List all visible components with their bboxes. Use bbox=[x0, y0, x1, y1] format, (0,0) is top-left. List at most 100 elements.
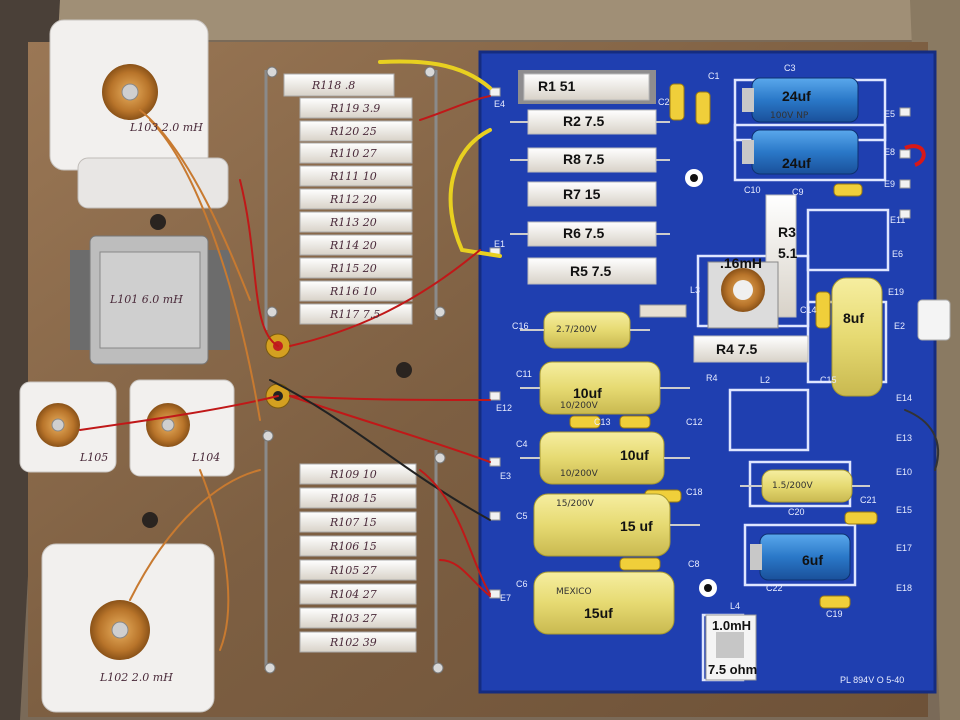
hand-r104: R104 27 bbox=[330, 588, 377, 601]
silk-e14: E14 bbox=[896, 393, 913, 403]
silk-c12: C12 bbox=[686, 417, 703, 427]
hand-l102: L102 2.0 mH bbox=[100, 671, 173, 684]
print-c11: 10/200V bbox=[560, 401, 598, 411]
hand-l103: L103 2.0 mH bbox=[130, 121, 203, 134]
hand-r118: R118 .8 bbox=[312, 79, 356, 92]
print-c6: MEXICO bbox=[556, 587, 592, 597]
hand-r114: R114 20 bbox=[330, 239, 377, 252]
silk-e13: E13 bbox=[896, 433, 913, 443]
silk-e17: E17 bbox=[896, 543, 913, 553]
silk-e9: E9 bbox=[884, 179, 896, 189]
hand-r105: R105 27 bbox=[330, 564, 377, 577]
c-24uf-b-label: 24uf bbox=[782, 155, 811, 171]
hand-r120: R120 25 bbox=[330, 125, 377, 138]
silk-e11: E11 bbox=[890, 215, 906, 225]
silk-l4: L4 bbox=[730, 601, 741, 611]
silk-r4: R4 bbox=[706, 373, 718, 383]
hand-r113: R113 20 bbox=[330, 216, 377, 229]
hand-r106: R106 15 bbox=[330, 540, 377, 553]
air-core-inductors bbox=[19, 19, 235, 713]
silk-pcb-code: PL 894V O 5-40 bbox=[840, 675, 905, 685]
silk-c14: C14 bbox=[800, 305, 817, 315]
hand-r111: R111 10 bbox=[330, 170, 377, 183]
silk-e3: E3 bbox=[500, 471, 512, 481]
upper-resistor-stack bbox=[283, 73, 413, 325]
c-24uf-a-label: 24uf bbox=[782, 88, 811, 104]
film-caps bbox=[520, 277, 883, 635]
silk-e4: E4 bbox=[494, 99, 506, 109]
silk-e7: E7 bbox=[500, 593, 512, 603]
r6-label: R6 7.5 bbox=[563, 225, 605, 241]
silk-c13: C13 bbox=[594, 417, 611, 427]
hand-r102: R102 39 bbox=[330, 636, 377, 649]
silk-e6: E6 bbox=[892, 249, 904, 259]
c-8uf-label: 8uf bbox=[843, 310, 864, 326]
hand-r115: R115 20 bbox=[330, 262, 377, 275]
silk-c20: C20 bbox=[788, 507, 805, 517]
print-c4: 10/200V bbox=[560, 469, 598, 479]
hand-r109: R109 10 bbox=[330, 468, 377, 481]
r4-label: R4 7.5 bbox=[716, 341, 758, 357]
inductor-l3 bbox=[707, 261, 779, 329]
c-6uf-label: 6uf bbox=[802, 552, 823, 568]
silk-c8: C8 bbox=[688, 559, 700, 569]
silk-c21: C21 bbox=[860, 495, 877, 505]
silk-e1: E1 bbox=[494, 239, 506, 249]
silk-e10: E10 bbox=[896, 467, 913, 477]
lower-resistor-stack bbox=[299, 463, 417, 653]
silk-c2: C2 bbox=[658, 97, 670, 107]
silk-c18: C18 bbox=[686, 487, 703, 497]
silk-c16: C16 bbox=[512, 321, 529, 331]
hand-r103: R103 27 bbox=[330, 612, 377, 625]
silk-c3: C3 bbox=[784, 63, 796, 73]
silk-c22: C22 bbox=[766, 583, 783, 593]
hand-r116: R116 10 bbox=[330, 285, 377, 298]
print-c3: 100V NP bbox=[770, 111, 809, 121]
silk-e2: E2 bbox=[894, 321, 906, 331]
hand-r119: R119 3.9 bbox=[330, 102, 381, 115]
electrolytic-caps bbox=[742, 77, 859, 581]
silk-c9: C9 bbox=[792, 187, 804, 197]
r3-value-label: 5.1 bbox=[778, 245, 798, 261]
pcb-resistors bbox=[510, 70, 809, 363]
print-c16: 2.7/200V bbox=[556, 325, 597, 335]
hand-r110: R110 27 bbox=[330, 147, 377, 160]
c-10uf-b-label: 10uf bbox=[620, 447, 649, 463]
print-c20: 1.5/200V bbox=[772, 481, 813, 491]
silk-e19: E19 bbox=[888, 287, 905, 297]
silk-e18: E18 bbox=[896, 583, 913, 593]
silk-c19: C19 bbox=[826, 609, 843, 619]
hand-l101: L101 6.0 mH bbox=[110, 293, 183, 306]
r3-name-label: R3 bbox=[778, 224, 796, 240]
silk-e8: E8 bbox=[884, 147, 896, 157]
silk-c10: C10 bbox=[744, 185, 761, 195]
silk-e12: E12 bbox=[496, 403, 513, 413]
pcb-hole bbox=[685, 169, 717, 597]
c-10uf-a-label: 10uf bbox=[573, 385, 602, 401]
r8-label: R8 7.5 bbox=[563, 151, 605, 167]
c-15uf-a-label: 15 uf bbox=[620, 518, 653, 534]
hand-r108: R108 15 bbox=[330, 492, 377, 505]
print-c5: 15/200V bbox=[556, 499, 594, 509]
silk-c4: C4 bbox=[516, 439, 528, 449]
silk-c1: C1 bbox=[708, 71, 720, 81]
wiring bbox=[79, 59, 940, 651]
iron-core-inductor bbox=[70, 235, 230, 365]
silk-c6: C6 bbox=[516, 579, 528, 589]
r1-label: R1 51 bbox=[538, 78, 576, 94]
silk-e5: E5 bbox=[884, 109, 896, 119]
l4-resistance-label: 7.5 ohm bbox=[708, 662, 758, 677]
silk-l2: L2 bbox=[760, 375, 771, 385]
silk-c15: C15 bbox=[820, 375, 837, 385]
hand-r107: R107 15 bbox=[330, 516, 377, 529]
c-15uf-b-label: 15uf bbox=[584, 605, 613, 621]
silk-l3: L3 bbox=[690, 285, 701, 295]
silk-c5: C5 bbox=[516, 511, 528, 521]
hand-l105: L105 bbox=[80, 451, 109, 464]
l4-value-label: 1.0mH bbox=[712, 618, 752, 633]
l3-value-label: .16mH bbox=[720, 255, 763, 271]
r7-label: R7 15 bbox=[563, 186, 601, 202]
silk-e15: E15 bbox=[896, 505, 913, 515]
